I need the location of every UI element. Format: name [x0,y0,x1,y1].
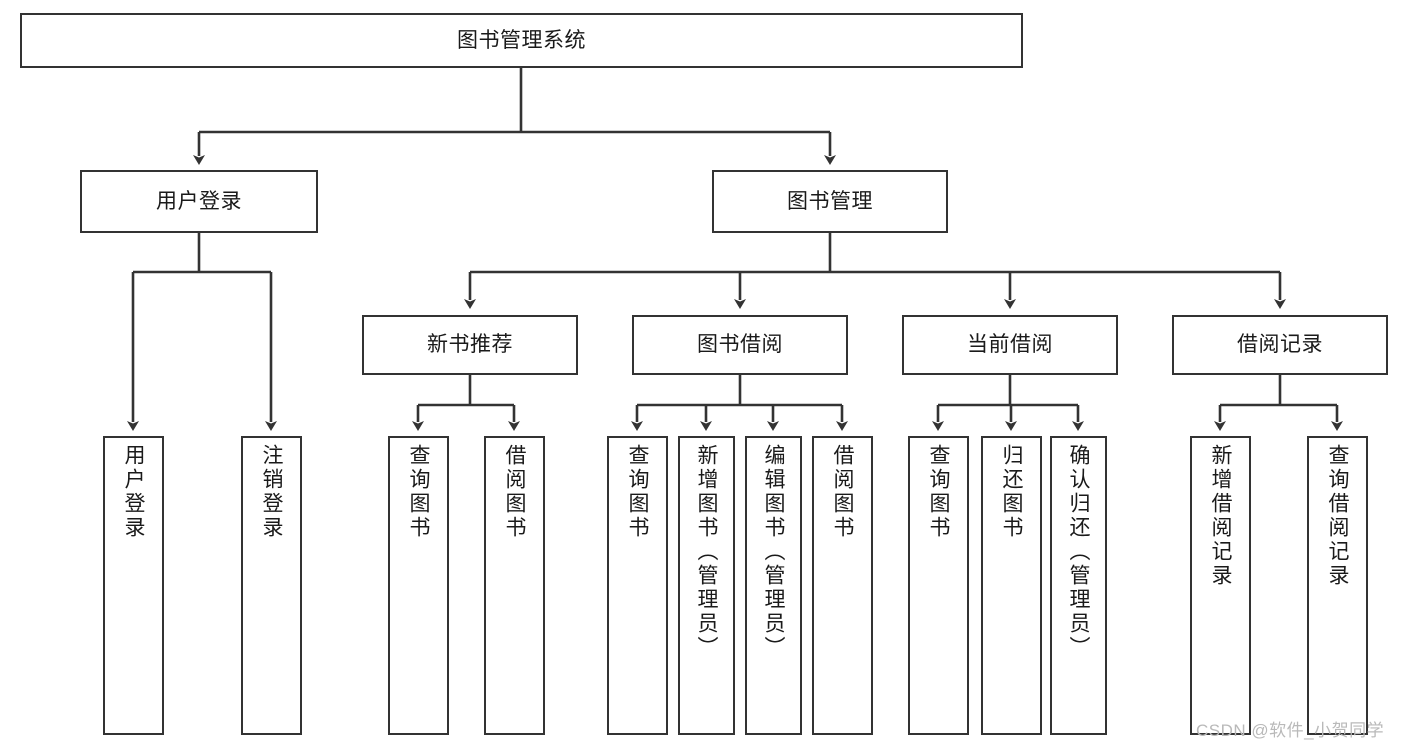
node-leaf-add-book[interactable]: 新增图书（管理员） [678,436,735,735]
node-leaf-borrow-book-2[interactable]: 借阅图书 [812,436,873,735]
node-root-label: 图书管理系统 [457,28,586,52]
node-current-borrow-label: 当前借阅 [967,333,1053,357]
node-leaf-query-book-1[interactable]: 查询图书 [388,436,449,735]
node-borrow-record[interactable]: 借阅记录 [1172,315,1388,375]
node-current-borrow[interactable]: 当前借阅 [902,315,1118,375]
node-user-login-label: 用户登录 [156,189,242,213]
node-leaf-borrow-book-1[interactable]: 借阅图书 [484,436,545,735]
node-leaf-confirm-return-label: 确认归还（管理员） [1067,444,1090,660]
node-leaf-edit-book-label: 编辑图书（管理员） [762,444,785,660]
node-leaf-query-book-3[interactable]: 查询图书 [908,436,969,735]
node-root[interactable]: 图书管理系统 [20,13,1023,68]
node-new-book-recommend-label: 新书推荐 [427,333,513,357]
node-leaf-borrow-book-1-label: 借阅图书 [503,444,526,540]
node-leaf-user-logout-label: 注销登录 [260,444,283,540]
node-leaf-query-book-2[interactable]: 查询图书 [607,436,668,735]
csdn-watermark: CSDN @软件_小贺同学 [1196,721,1385,740]
node-leaf-user-login-label: 用户登录 [122,444,145,540]
node-leaf-edit-book[interactable]: 编辑图书（管理员） [745,436,802,735]
node-leaf-query-book-3-label: 查询图书 [927,444,950,540]
node-leaf-return-book[interactable]: 归还图书 [981,436,1042,735]
node-book-borrow[interactable]: 图书借阅 [632,315,848,375]
node-leaf-query-book-2-label: 查询图书 [626,444,649,540]
node-borrow-record-label: 借阅记录 [1237,333,1323,357]
node-leaf-add-book-label: 新增图书（管理员） [695,444,718,660]
node-user-login[interactable]: 用户登录 [80,170,318,233]
node-leaf-user-login[interactable]: 用户登录 [103,436,164,735]
node-leaf-borrow-book-2-label: 借阅图书 [831,444,854,540]
node-book-borrow-label: 图书借阅 [697,333,783,357]
node-leaf-add-record[interactable]: 新增借阅记录 [1190,436,1251,735]
node-leaf-query-record-label: 查询借阅记录 [1326,444,1349,588]
node-leaf-return-book-label: 归还图书 [1000,444,1023,540]
node-leaf-confirm-return[interactable]: 确认归还（管理员） [1050,436,1107,735]
node-new-book-recommend[interactable]: 新书推荐 [362,315,578,375]
node-leaf-user-logout[interactable]: 注销登录 [241,436,302,735]
node-leaf-query-record[interactable]: 查询借阅记录 [1307,436,1368,735]
node-leaf-query-book-1-label: 查询图书 [407,444,430,540]
node-book-manage-label: 图书管理 [787,189,873,213]
node-book-manage[interactable]: 图书管理 [712,170,948,233]
node-leaf-add-record-label: 新增借阅记录 [1209,444,1232,588]
